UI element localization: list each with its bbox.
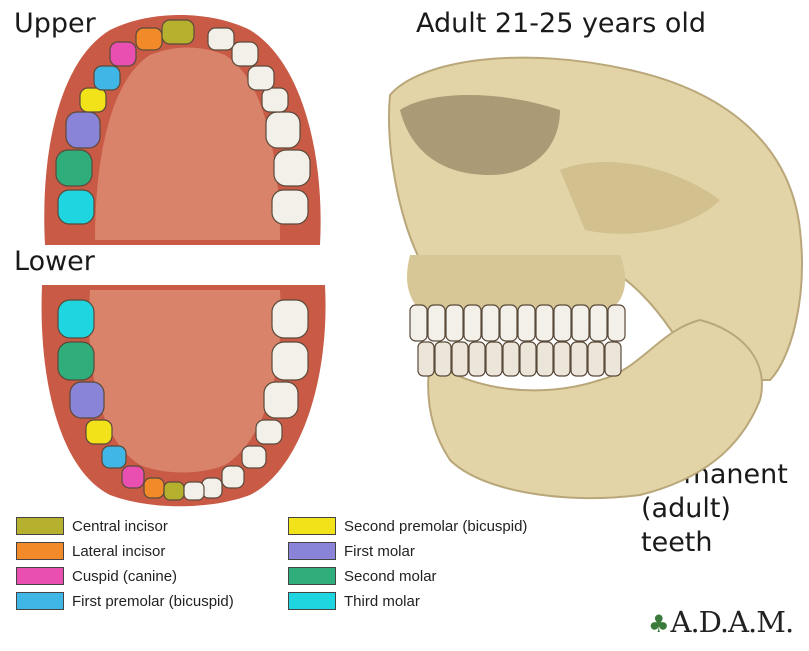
tooth [232, 42, 258, 66]
tooth [500, 305, 517, 341]
tooth [482, 305, 499, 341]
tooth [588, 342, 604, 376]
tooth [274, 150, 310, 186]
legend-item: First molar [288, 540, 415, 562]
tooth [162, 20, 194, 44]
legend-label: Cuspid (canine) [72, 568, 177, 585]
legend-swatch [16, 517, 64, 535]
legend-item: Central incisor [16, 515, 168, 537]
tooth [272, 190, 308, 224]
tooth [136, 28, 162, 50]
legend-label: Second premolar (bicuspid) [344, 518, 527, 535]
tooth [58, 342, 94, 380]
tooth [202, 478, 222, 498]
legend-swatch [288, 542, 336, 560]
upper-arch [44, 15, 320, 245]
upper-jaw-bone [407, 255, 625, 310]
tooth [590, 305, 607, 341]
tooth [56, 150, 92, 186]
tooth [572, 305, 589, 341]
tooth [272, 300, 308, 338]
tooth [536, 305, 553, 341]
legend-item: Lateral incisor [16, 540, 165, 562]
tooth [86, 420, 112, 444]
tooth [184, 482, 204, 500]
tooth [446, 305, 463, 341]
legend-swatch [16, 542, 64, 560]
legend-label: Second molar [344, 568, 437, 585]
legend-item: First premolar (bicuspid) [16, 590, 234, 612]
tooth [164, 482, 184, 500]
legend-label: Central incisor [72, 518, 168, 535]
legend-label: Third molar [344, 593, 420, 610]
tooth [554, 342, 570, 376]
tooth [605, 342, 621, 376]
tooth [435, 342, 451, 376]
legend-swatch [288, 517, 336, 535]
tooth [262, 88, 288, 112]
tooth [58, 190, 94, 224]
tooth [272, 342, 308, 380]
legend-item: Cuspid (canine) [16, 565, 177, 587]
tooth [554, 305, 571, 341]
legend-label: First premolar (bicuspid) [72, 593, 234, 610]
tooth [520, 342, 536, 376]
tooth [144, 478, 164, 498]
tooth [58, 300, 94, 338]
tooth [222, 466, 244, 488]
tooth [248, 66, 274, 90]
tooth [110, 42, 136, 66]
tooth [256, 420, 282, 444]
tooth [608, 305, 625, 341]
legend-label: Lateral incisor [72, 543, 165, 560]
tooth [486, 342, 502, 376]
tooth [464, 305, 481, 341]
tooth [410, 305, 427, 341]
legend-item: Second molar [288, 565, 437, 587]
legend-swatch [288, 567, 336, 585]
tooth [70, 382, 104, 418]
tooth [66, 112, 100, 148]
tooth [469, 342, 485, 376]
tooth [80, 88, 106, 112]
legend-item: Third molar [288, 590, 420, 612]
tooth [122, 466, 144, 488]
tooth [503, 342, 519, 376]
tooth [518, 305, 535, 341]
tooth [452, 342, 468, 376]
legend-swatch [16, 567, 64, 585]
adam-logo: ♣A.D.A.M. [648, 605, 793, 639]
skull [389, 58, 802, 498]
tooth [428, 305, 445, 341]
legend-swatch [16, 592, 64, 610]
tooth [537, 342, 553, 376]
tooth [264, 382, 298, 418]
tooth [102, 446, 126, 468]
legend-label: First molar [344, 543, 415, 560]
tooth [266, 112, 300, 148]
lower-arch [42, 285, 326, 506]
tooth [571, 342, 587, 376]
legend-item: Second premolar (bicuspid) [288, 515, 527, 537]
tooth [418, 342, 434, 376]
logo-text: A.D.A.M. [671, 605, 794, 639]
legend-swatch [288, 592, 336, 610]
tooth [242, 446, 266, 468]
tooth [94, 66, 120, 90]
leaf-icon: ♣ [648, 610, 669, 638]
tooth [208, 28, 234, 50]
